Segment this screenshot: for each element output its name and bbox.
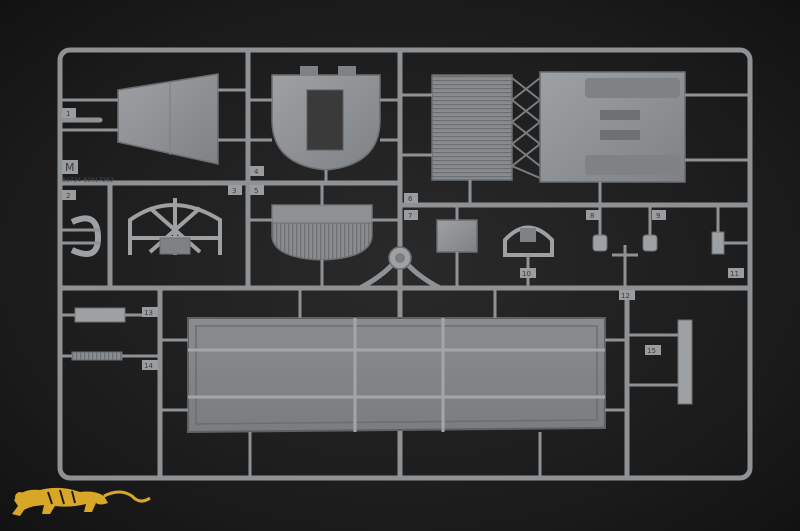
tag-8: 8 [590,212,594,220]
tag-13: 13 [144,309,153,317]
tag-1: 1 [66,110,70,118]
part-ribbed-panel [400,71,750,205]
part-2-bracket [60,215,102,257]
mold-code: 81724-80917262 [62,177,114,184]
sprue-letter: M [65,161,75,174]
part-5-seat [248,183,400,288]
tiger-logo-icon [12,487,151,516]
large-deck-part [160,288,627,478]
part-15-strip [627,319,693,405]
part-7-box [436,205,478,288]
tag-11: 11 [730,270,739,278]
part-10-arch [503,225,554,288]
part-3-floor [248,66,400,183]
part-14-rod [60,351,160,361]
tag-3: 3 [232,187,236,195]
part-4-cage [128,198,222,255]
tag-5: 5 [254,187,258,195]
tag-2: 2 [66,192,70,200]
tag-12: 12 [621,292,630,300]
tag-4: 4 [254,168,259,176]
sprue-id: M 81724-80917262 [62,160,114,184]
part-11-bracket [711,205,750,255]
tag-7: 7 [408,212,412,220]
part-1-panel [60,73,248,165]
sprue-emblem [358,246,442,291]
tag-6: 6 [408,195,413,203]
part-number-tags: 1 2 3 4 5 6 7 8 9 10 11 12 13 14 15 [62,108,744,370]
tag-10: 10 [522,270,531,278]
tag-14: 14 [144,362,153,370]
tag-15: 15 [647,347,656,355]
part-8-9-cylinders [592,205,658,288]
tag-9: 9 [656,212,660,220]
